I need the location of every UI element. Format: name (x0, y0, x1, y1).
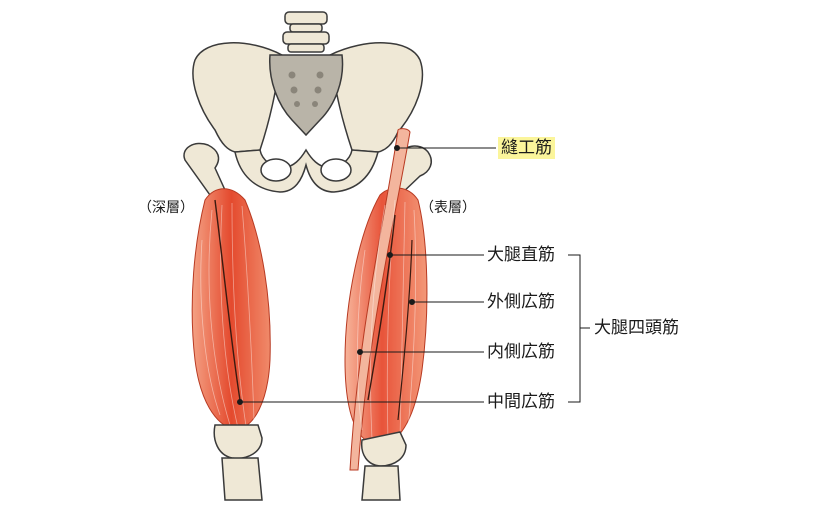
surface-layer-label: （表層） (420, 200, 476, 216)
right-obturator-foramen (260, 158, 292, 182)
tibia-surface (361, 465, 401, 501)
vastus-lateralis-label: 外側広筋 (487, 292, 555, 312)
sacral-foramina (288, 71, 324, 107)
vastus-medialis-label: 内側広筋 (487, 342, 555, 362)
pubic-region (234, 148, 379, 193)
left-obturator-foramen (320, 158, 352, 182)
femur-head-deep (183, 142, 227, 196)
pelvis (192, 11, 424, 193)
sacrum (269, 54, 344, 137)
surface-layer-thigh (344, 128, 432, 501)
sartorius-muscle (349, 128, 411, 471)
lumbar-vertebra (282, 11, 330, 53)
muscle-fibers-surface (357, 199, 417, 443)
quadriceps-label: 大腿四頭筋 (594, 318, 679, 338)
rectus-femoris-label: 大腿直筋 (487, 245, 555, 265)
sartorius-label: 縫工筋 (498, 137, 555, 159)
vastus-intermedius-muscle (191, 188, 271, 431)
tibia-deep (221, 457, 263, 501)
deep-layer-thigh (183, 142, 271, 501)
knee-deep (213, 424, 263, 460)
right-ilium (192, 42, 283, 153)
vastus-intermedius-label: 中間広筋 (487, 392, 555, 412)
deep-layer-label: （深層） (138, 200, 194, 216)
leader-lines (237, 145, 590, 405)
